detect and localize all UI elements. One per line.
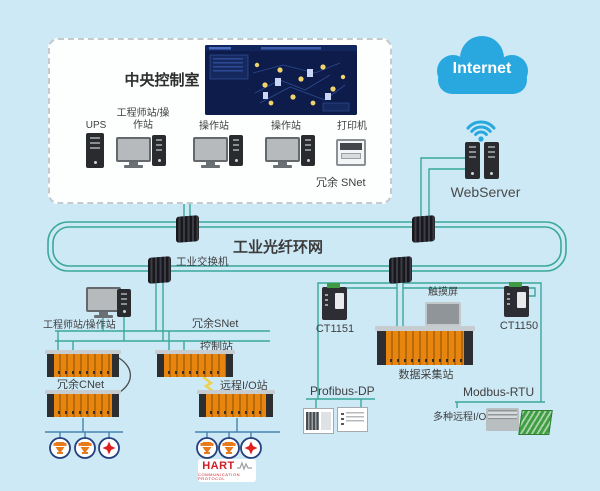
ct1151-label: CT1151 <box>315 323 355 335</box>
industrial-switch-icon <box>148 256 171 284</box>
engineer-station-monitor-icon <box>86 287 121 318</box>
gateway-ct1150-icon <box>504 282 529 317</box>
computer-tower-icon <box>117 289 131 317</box>
control-station-rack-icon <box>155 350 235 377</box>
computer-tower-icon <box>301 135 315 166</box>
daq-rack-icon <box>375 326 475 365</box>
ups-tower-icon <box>86 133 104 168</box>
hart-subtitle: COMMUNICATION PROTOCOL <box>198 471 241 481</box>
instrument-valve-icon <box>98 437 120 459</box>
printer-label: 打印机 <box>337 121 367 132</box>
instrument-valve-icon <box>240 437 262 459</box>
instrument-transmitter-icon <box>218 437 240 459</box>
workstation-monitor-icon <box>116 137 151 168</box>
internet-cloud-icon <box>437 36 528 94</box>
industrial-switch-label: 工业交换机 <box>176 256 229 268</box>
field-bus-lines <box>45 418 280 438</box>
server-tower-icon <box>484 142 499 179</box>
ring-switch-icon <box>389 256 412 284</box>
hart-name: HART <box>202 459 235 472</box>
ct1150-label: CT1150 <box>499 320 539 332</box>
profibus-device-icon <box>337 407 368 432</box>
computer-tower-icon <box>152 135 166 166</box>
control-room-title: 中央控制室 <box>124 72 200 89</box>
ring-switch-icon <box>412 215 435 243</box>
remote-io-label: 远程I/O站 <box>220 380 268 392</box>
controller-rack-icon <box>45 390 121 417</box>
cnet-label: 冗余CNet <box>57 379 105 391</box>
serial-converter-icon <box>486 408 519 431</box>
workstation3-label: 操作站 <box>271 121 301 132</box>
multi-remote-io-label: 多种远程I/O <box>433 412 487 423</box>
touchscreen-icon <box>425 302 461 326</box>
computer-tower-icon <box>229 135 243 166</box>
server-tower-icon <box>465 142 480 179</box>
engineer-station-label: 工程师站/操作站 <box>43 320 116 331</box>
profibus-device-icon <box>303 408 334 434</box>
hart-wave-icon <box>236 461 252 471</box>
printer-icon <box>336 139 366 166</box>
remote-io-rack-icon <box>197 390 275 417</box>
remote-io-link-line <box>202 376 215 393</box>
wifi-icon <box>466 120 496 142</box>
touchscreen-label: 触摸屏 <box>428 287 458 298</box>
workstation-monitor-icon <box>193 137 228 168</box>
instrument-transmitter-icon <box>49 437 71 459</box>
instrument-transmitter-icon <box>196 437 218 459</box>
workstation2-label: 操作站 <box>199 121 229 132</box>
control-room-snet-label: 冗余 SNet <box>316 177 366 189</box>
scada-screen-graphic <box>205 45 357 115</box>
fiber-ring-label: 工业光纤环网 <box>232 239 323 256</box>
hart-logo: HART COMMUNICATION PROTOCOL <box>198 459 256 482</box>
modbus-label: Modbus-RTU <box>463 385 535 399</box>
daq-station-label: 数据采集站 <box>398 369 454 381</box>
terminal-block-icon <box>518 410 553 435</box>
workstation-monitor-icon <box>265 137 300 168</box>
fiber-ring-icon <box>47 221 567 272</box>
ups-label: UPS <box>85 120 107 131</box>
cnet-arc-line <box>118 357 132 393</box>
controller-rack-icon <box>45 350 121 377</box>
internet-label: Internet <box>452 60 512 77</box>
gateway-ct1151-icon <box>322 283 347 320</box>
ring-switch-icon <box>176 215 199 243</box>
left-snet-label: 冗余SNet <box>192 318 239 330</box>
workstation1-label: 工程师站/操作站 <box>116 108 170 131</box>
scada-screen <box>205 45 357 115</box>
instrument-transmitter-icon <box>74 437 96 459</box>
profibus-label: Profibus-DP <box>310 384 375 398</box>
webserver-label: WebServer <box>450 184 521 200</box>
